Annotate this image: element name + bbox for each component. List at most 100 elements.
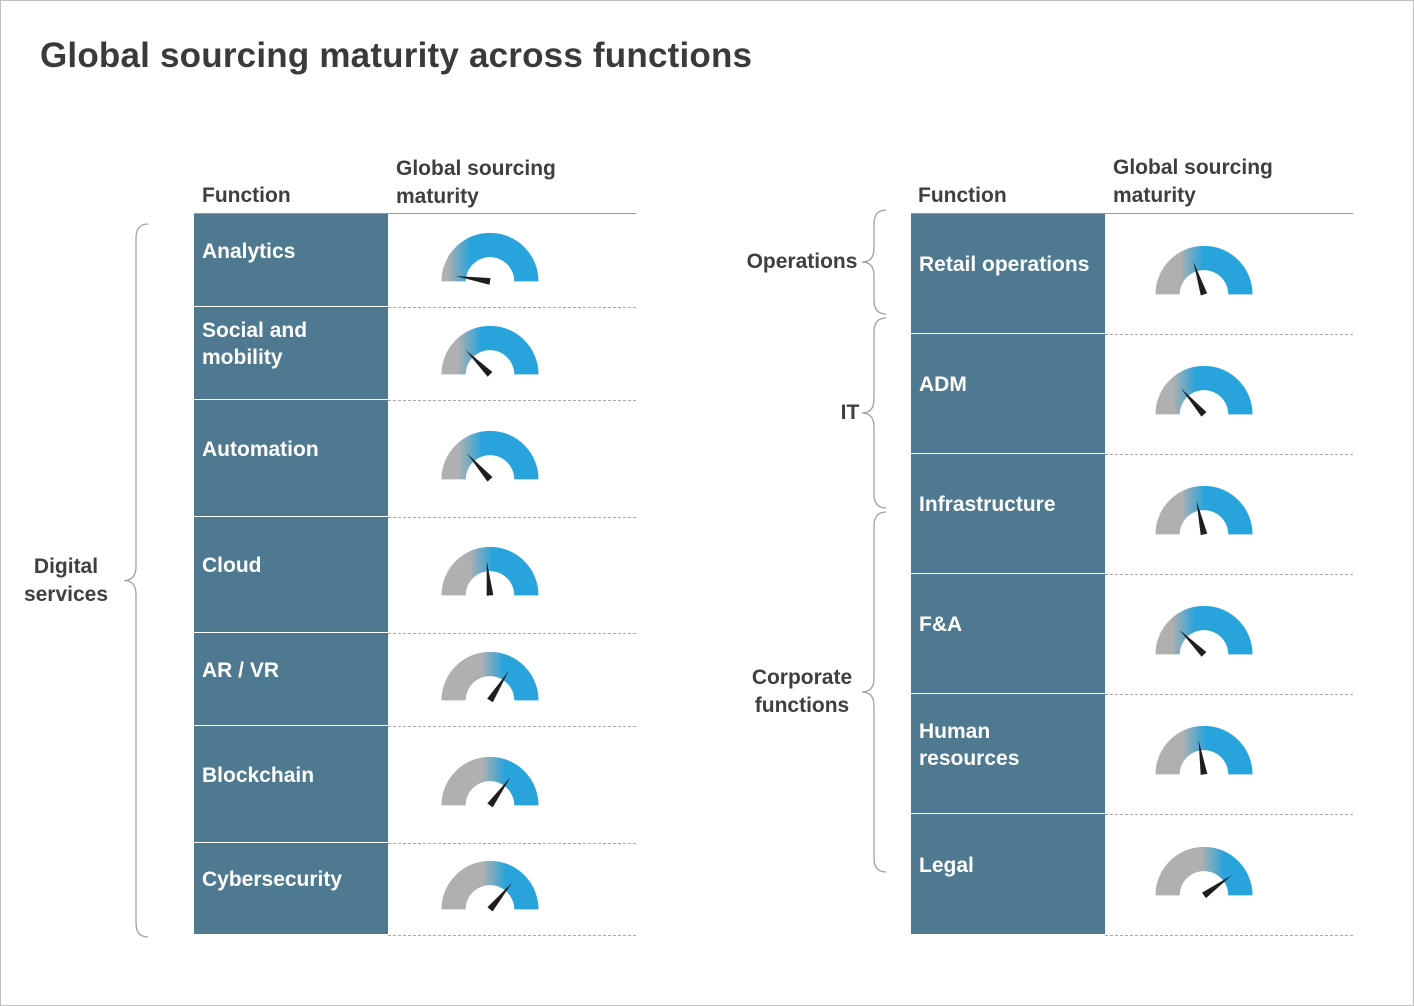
left-maturity-header-line2: maturity [396, 185, 479, 208]
left-function-cell-0: Analytics [194, 214, 388, 307]
right-row-divider-4 [1105, 814, 1353, 815]
left-gauge-arc-4 [441, 651, 539, 701]
right-function-cell-0: Retail operations [911, 214, 1105, 334]
right-gauge-4 [1155, 725, 1253, 775]
left-maturity-header-line1: Global sourcing [396, 157, 556, 180]
left-gauge-needle-0 [455, 275, 491, 285]
left-function-label-6: Cybersecurity [202, 866, 342, 893]
left-function-label-6-line-0: Cybersecurity [202, 868, 343, 891]
left-row-divider-0 [388, 307, 636, 308]
right-row-divider-3 [1105, 694, 1353, 695]
left-function-label-4: AR / VR [202, 657, 279, 684]
right-function-label-3: F&A [919, 611, 962, 638]
right-gauge-needle-4 [1198, 740, 1208, 775]
right-group-brace-0 [861, 209, 887, 315]
left-gauge-1 [441, 325, 539, 377]
left-gauge-arc-0 [441, 232, 539, 282]
left-header-rule [194, 213, 636, 214]
left-function-label-1: Social and mobility [202, 317, 307, 371]
chart-title: Global sourcing maturity across function… [40, 36, 753, 75]
right-group-label-0: Operations [732, 248, 872, 276]
right-gauge-needle-1 [1181, 388, 1207, 417]
left-gauge-arc-5 [441, 756, 539, 806]
right-function-label-4-line-1: resources [919, 746, 1020, 770]
right-row-divider-2 [1105, 574, 1353, 575]
right-gauge-0 [1155, 245, 1253, 296]
right-function-label-1: ADM [919, 371, 967, 398]
right-function-label-0: Retail operations [919, 251, 1089, 278]
left-group-label-0: Digital services [0, 553, 136, 609]
left-function-label-1-line-1: mobility [202, 346, 283, 369]
right-group-label-1: IT [780, 399, 920, 427]
right-maturity-header-line2: maturity [1113, 184, 1196, 207]
right-gauge-2 [1155, 485, 1253, 536]
right-function-label-5: Legal [919, 852, 974, 879]
right-function-label-2-line-0: Infrastructure [919, 493, 1056, 516]
left-group-brace-0 [123, 223, 149, 938]
right-gauge-needle-2 [1196, 500, 1208, 536]
left-gauge-arc-2 [441, 430, 539, 480]
left-gauge-needle-4 [487, 671, 509, 703]
right-gauge-1 [1155, 365, 1253, 417]
left-gauge-needle-6 [487, 882, 513, 912]
left-gauge-0 [441, 232, 539, 285]
left-gauge-arc-1 [441, 325, 539, 375]
right-function-cell-1: ADM [911, 334, 1105, 454]
left-function-label-0-line-0: Analytics [202, 239, 296, 263]
right-row-divider-1 [1105, 454, 1353, 455]
left-function-label-4-line-0: AR / VR [202, 658, 280, 682]
left-function-cell-6: Cybersecurity [194, 843, 388, 935]
left-row-divider-4 [388, 726, 636, 727]
right-group-label-1-line-0: IT [840, 401, 860, 424]
right-function-header: Function [918, 184, 1007, 207]
left-row-divider-2 [388, 517, 636, 518]
left-gauge-needle-1 [465, 349, 493, 377]
left-function-cell-4: AR / VR [194, 633, 388, 726]
left-gauge-6 [441, 860, 539, 912]
right-function-label-5-line-0: Legal [919, 853, 974, 877]
left-row-divider-5 [388, 843, 636, 844]
right-header-rule [911, 213, 1353, 214]
left-row-divider-1 [388, 400, 636, 401]
right-gauge-arc-1 [1155, 365, 1253, 415]
right-function-label-1-line-0: ADM [919, 373, 967, 396]
left-function-label-1-line-0: Social and [202, 319, 308, 342]
left-function-cell-3: Cloud [194, 517, 388, 633]
left-maturity-header: Global sourcing maturity [396, 155, 556, 211]
right-function-label-4-line-0: Human [919, 719, 991, 743]
right-group-label-0-line-0: Operations [746, 250, 858, 273]
left-gauge-4 [441, 651, 539, 703]
left-function-cell-2: Automation [194, 400, 388, 517]
left-function-label-5: Blockchain [202, 762, 314, 789]
left-function-label-2: Automation [202, 436, 319, 463]
left-gauge-arc-3 [441, 546, 539, 596]
right-gauge-3 [1155, 605, 1253, 657]
left-gauge-arc-6 [441, 860, 539, 910]
left-function-label-3-line-0: Cloud [202, 554, 262, 577]
right-row-divider-0 [1105, 334, 1353, 335]
left-group-label-0-line-0: Digital [33, 554, 99, 578]
left-function-label-3: Cloud [202, 552, 261, 579]
right-function-label-4: Human resources [919, 718, 1019, 772]
right-maturity-header-line1: Global sourcing [1113, 156, 1273, 179]
left-function-cell-1: Social and mobility [194, 307, 388, 400]
right-maturity-header: Global sourcing maturity [1113, 154, 1273, 210]
right-function-cell-4: Human resources [911, 694, 1105, 814]
right-function-cell-2: Infrastructure [911, 454, 1105, 574]
left-gauge-needle-5 [487, 777, 511, 808]
right-function-label-3-line-0: F&A [919, 613, 963, 636]
right-gauge-arc-4 [1155, 725, 1253, 775]
left-row-divider-3 [388, 633, 636, 634]
right-group-brace-2 [861, 511, 887, 873]
right-function-cell-3: F&A [911, 574, 1105, 694]
right-gauge-needle-3 [1179, 629, 1207, 657]
right-gauge-arc-2 [1155, 485, 1253, 535]
left-group-label-0-line-1: services [23, 582, 109, 606]
right-gauge-arc-3 [1155, 605, 1253, 655]
left-function-cell-5: Blockchain [194, 726, 388, 843]
left-function-label-5-line-0: Blockchain [202, 763, 315, 787]
left-function-header: Function [202, 184, 291, 207]
left-row-divider-6 [388, 935, 636, 936]
left-gauge-3 [441, 546, 539, 596]
